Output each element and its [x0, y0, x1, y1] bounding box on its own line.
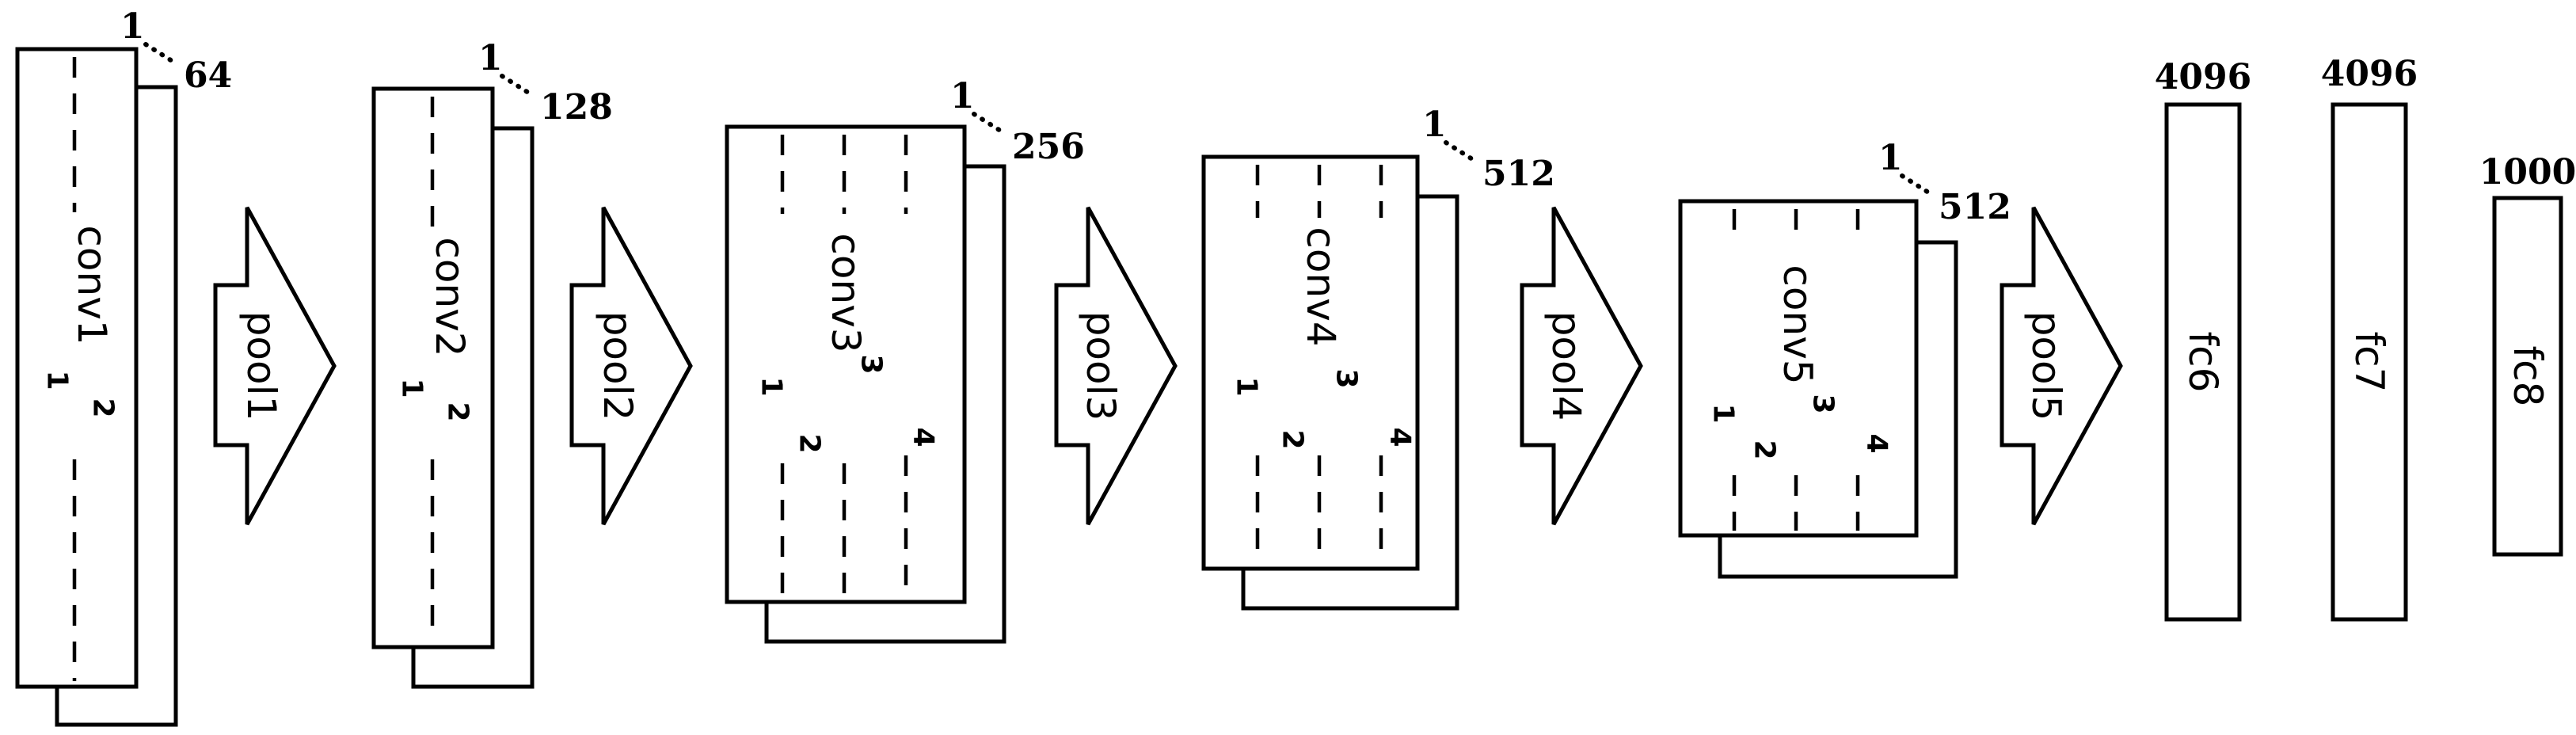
conv2-block: conv2 1 2 1 128 [371, 38, 613, 689]
fc8-units: 1000 [2479, 152, 2576, 192]
conv5-channels: 512 [1939, 187, 2011, 227]
conv4-front-layer [1201, 154, 1420, 571]
fc7-units: 4096 [2321, 54, 2418, 94]
conv1-label: conv1 [69, 225, 115, 345]
pool5-arrow-shape [2000, 206, 2123, 526]
pool2-arrow: pool2 [569, 206, 693, 526]
pool4-label: pool4 [1543, 311, 1589, 421]
conv5-block: conv5 1 2 3 4 1 512 [1678, 138, 2011, 579]
pool3-arrow-shape [1054, 206, 1178, 526]
conv5-front-layer [1678, 199, 1919, 538]
conv3-channels: 256 [1012, 127, 1085, 167]
pool5-arrow: pool5 [2000, 206, 2123, 526]
fc7-label: fc7 [2346, 332, 2392, 393]
conv3-block: conv3 1 2 3 4 1 256 [725, 76, 1085, 644]
conv1-sublayer-2: 2 [87, 398, 120, 417]
conv2-channels: 128 [540, 87, 613, 128]
conv3-label: conv3 [823, 233, 869, 352]
conv5-label: conv5 [1775, 265, 1821, 384]
pool5-label: pool5 [2023, 311, 2069, 421]
conv3-sublayer-1: 1 [755, 376, 788, 396]
conv1-channels: 64 [184, 55, 232, 96]
pool3-label: pool3 [1078, 311, 1124, 421]
conv3-sublayer-4: 4 [907, 427, 940, 447]
conv1-block: conv1 1 2 1 64 [15, 6, 232, 727]
fc6-layer [2164, 102, 2242, 622]
pool1-label: pool1 [238, 311, 284, 421]
fc8-block: fc8 1000 [2479, 152, 2576, 557]
pool1-arrow-shape [213, 206, 337, 526]
pool4-arrow: pool4 [1520, 206, 1643, 526]
fc6-label: fc6 [2180, 332, 2226, 393]
conv1-index-start: 1 [120, 6, 145, 47]
conv5-depth-dots [1900, 173, 1935, 197]
conv5-sublayer-1: 1 [1707, 403, 1740, 423]
conv2-sublayer-2: 2 [442, 402, 474, 421]
conv5-sublayer-4: 4 [1861, 433, 1893, 453]
fc8-label: fc8 [2505, 346, 2551, 407]
pool1-arrow: pool1 [213, 206, 337, 526]
conv4-block: conv4 1 2 3 4 1 512 [1201, 105, 1555, 611]
conv3-sublayer-2: 2 [793, 433, 826, 453]
fc6-block: fc6 4096 [2155, 57, 2251, 622]
conv1-depth-dots [143, 42, 178, 66]
conv4-sublayer-4: 4 [1384, 427, 1417, 447]
conv3-depth-dots [972, 112, 1006, 135]
fc6-units: 4096 [2155, 57, 2251, 97]
conv1-sublayer-1: 1 [41, 370, 74, 390]
conv5-sublayer-2: 2 [1748, 440, 1781, 459]
conv5-sublayer-3: 3 [1807, 394, 1840, 413]
conv4-label: conv4 [1298, 227, 1344, 346]
conv2-sublayer-1: 1 [396, 378, 428, 398]
conv3-front-layer [725, 124, 967, 604]
conv4-depth-dots [1444, 140, 1478, 164]
pool2-label: pool2 [595, 311, 641, 421]
fc7-layer [2331, 102, 2408, 622]
conv4-sublayer-3: 3 [1330, 368, 1363, 388]
conv4-sublayer-1: 1 [1231, 376, 1263, 396]
conv2-label: conv2 [427, 237, 473, 356]
pool4-arrow-shape [1520, 206, 1643, 526]
conv2-depth-dots [500, 74, 535, 97]
conv4-channels: 512 [1482, 154, 1555, 194]
pool2-arrow-shape [569, 206, 693, 526]
conv4-sublayer-2: 2 [1277, 429, 1309, 449]
conv4-index-start: 1 [1422, 105, 1447, 145]
pool3-arrow: pool3 [1054, 206, 1178, 526]
fc7-block: fc7 4096 [2321, 54, 2418, 622]
fc8-layer [2492, 196, 2563, 557]
conv3-index-start: 1 [950, 76, 975, 116]
conv3-sublayer-3: 3 [855, 354, 888, 374]
conv1-front-layer [15, 47, 139, 689]
conv5-index-start: 1 [1878, 138, 1903, 178]
conv2-index-start: 1 [478, 38, 503, 78]
